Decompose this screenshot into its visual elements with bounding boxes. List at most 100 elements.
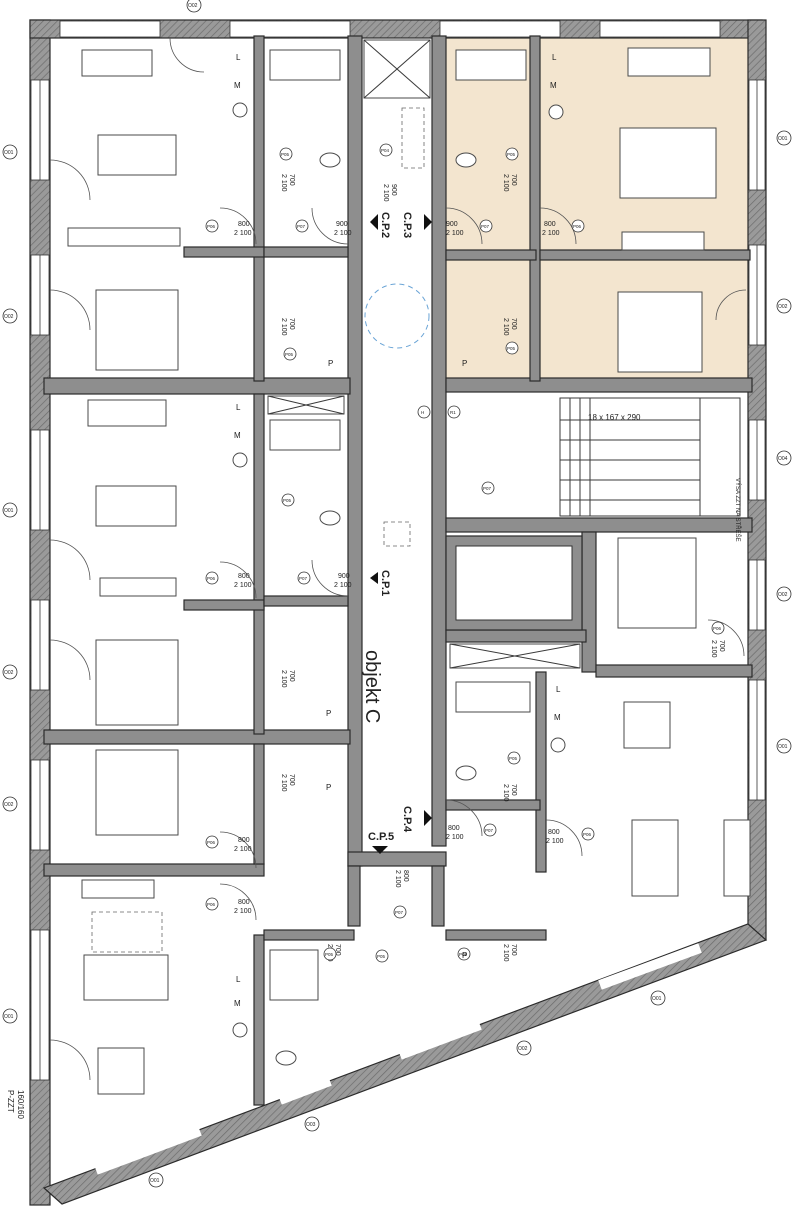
dim-width: 700 — [288, 174, 295, 186]
window-tag: O02 — [4, 670, 14, 676]
dim-height: 2 100 — [234, 230, 252, 237]
dim-width: 800 — [238, 573, 250, 580]
fixture-letter-l: L — [236, 53, 241, 62]
fixture-letter-p: P — [462, 359, 467, 368]
door-tag: P05 — [459, 952, 468, 957]
dim-width: 900 — [338, 573, 350, 580]
dim-width: 900 — [336, 221, 348, 228]
door-tag: P05 — [281, 152, 290, 157]
door-dimensions: 800 2 100 900 2 100 900 2 100 800 2 100 … — [234, 221, 564, 915]
dim-height: 2 100 — [502, 784, 509, 802]
legend-p-zzt: P-ZZT — [6, 1090, 15, 1113]
dim-height: 2 100 — [502, 174, 509, 192]
window-tag: O01 — [4, 508, 14, 514]
dim-width: 700 — [510, 174, 517, 186]
fixture-letter-p: P — [326, 783, 331, 792]
stair-dimension: 18 x 167 x 290 — [588, 413, 641, 422]
door-tag: P07 — [481, 224, 490, 229]
window-tag: O02 — [518, 1046, 528, 1052]
window-tag: O01 — [778, 136, 788, 142]
cp-1-label: C.P.1 — [379, 570, 391, 596]
door-tag: P07 — [483, 486, 492, 491]
door-tag: P05 — [507, 346, 516, 351]
smoke-vent — [364, 283, 430, 349]
vysa-label: VÝSA ZZT NA STŘEŠE — [734, 478, 742, 542]
dim-height: 2 100 — [280, 174, 287, 192]
window-tags: O01 O02 O01 O02 O02 O01 O02 O01 O02 O04 … — [2, 0, 792, 1188]
door-tag: P07 — [297, 224, 306, 229]
fixture-letter-p: P — [328, 359, 333, 368]
window-tag: O04 — [778, 456, 788, 462]
door-tag: P06 — [583, 832, 592, 837]
window-tag: O01 — [652, 996, 662, 1002]
window-tag: O01 — [150, 1178, 160, 1184]
dim-height: 2 100 — [334, 582, 352, 589]
dim-width: 900 — [390, 184, 397, 196]
door-tag: P05 — [507, 152, 516, 157]
dim-height: 2 100 — [394, 870, 401, 888]
dim-width: 700 — [510, 944, 517, 956]
staircase — [559, 397, 741, 517]
cp-markers — [370, 214, 432, 854]
dim-width: 800 — [402, 870, 409, 882]
fixture-letter-l: L — [552, 53, 557, 62]
highlighted-apartment[interactable] — [435, 35, 753, 383]
window-tag: O02 — [778, 304, 788, 310]
door-tag: P06 — [207, 576, 216, 581]
door-tag: P06 — [207, 840, 216, 845]
dim-height: 2 100 — [280, 774, 287, 792]
dim-height: 2 100 — [334, 230, 352, 237]
dim-width: 700 — [288, 670, 295, 682]
dim-height: 2 100 — [446, 834, 464, 841]
dim-height: 2 100 — [382, 184, 389, 202]
door-tag: P05 — [285, 352, 294, 357]
doors — [49, 37, 747, 1081]
door-tag: P07 — [485, 828, 494, 833]
dim-width: 700 — [288, 774, 295, 786]
dim-width: 700 — [510, 318, 517, 330]
building-label: objekt C — [361, 650, 383, 723]
dim-width: 700 — [510, 784, 517, 796]
window-tag: O02 — [4, 314, 14, 320]
dim-height: 2 100 — [502, 944, 509, 962]
fixture-letter-m: M — [234, 81, 241, 90]
dim-height: 2 100 — [542, 230, 560, 237]
window-tag: O02 — [4, 802, 14, 808]
fixture-letter-l: L — [556, 685, 561, 694]
vysa-text: VÝSA ZZT NA STŘEŠE — [734, 478, 742, 542]
dim-width: 800 — [544, 221, 556, 228]
door-tag: P05 — [283, 498, 292, 503]
door-tag: P05 — [325, 952, 334, 957]
dim-height: 2 100 — [446, 230, 464, 237]
legend-size: 160/160 — [16, 1090, 25, 1119]
door-tag: P07 — [395, 910, 404, 915]
window-tag: O02 — [188, 3, 198, 9]
door-tag: P07 — [299, 576, 308, 581]
cp-4-label: C.P.4 — [401, 806, 413, 833]
fixture-letter-l: L — [236, 403, 241, 412]
interior-walls — [43, 35, 753, 1106]
fixture-letter-m: M — [234, 431, 241, 440]
door-tags: P06 P07 P05 P04 P05 P07 P06 P05 P05 R1 H… — [205, 143, 725, 963]
ceiling-hatch — [383, 521, 411, 547]
door-tag: H — [421, 410, 424, 415]
dim-height: 2 100 — [280, 318, 287, 336]
dim-height: 2 100 — [234, 582, 252, 589]
dim-width: 900 — [446, 221, 458, 228]
door-tag: P06 — [573, 224, 582, 229]
dim-height: 2 100 — [234, 908, 252, 915]
dim-width: 800 — [238, 837, 250, 844]
fixture-letter-p: P — [462, 951, 467, 960]
door-tag: P04 — [381, 148, 390, 153]
fixture-letters: L M L M L M L M L M P P P P P — [234, 53, 561, 1008]
fixture-letter-l: L — [236, 975, 241, 984]
fixture-letter-p: P — [326, 709, 331, 718]
dim-width: 800 — [548, 829, 560, 836]
dim-height: 2 100 — [710, 640, 717, 658]
cp-2-label: C.P.2 — [379, 212, 391, 238]
dim-width: 800 — [448, 825, 460, 832]
door-tag: P06 — [713, 626, 722, 631]
dim-height: 2 100 — [502, 318, 509, 336]
fixture-letter-m: M — [554, 713, 561, 722]
